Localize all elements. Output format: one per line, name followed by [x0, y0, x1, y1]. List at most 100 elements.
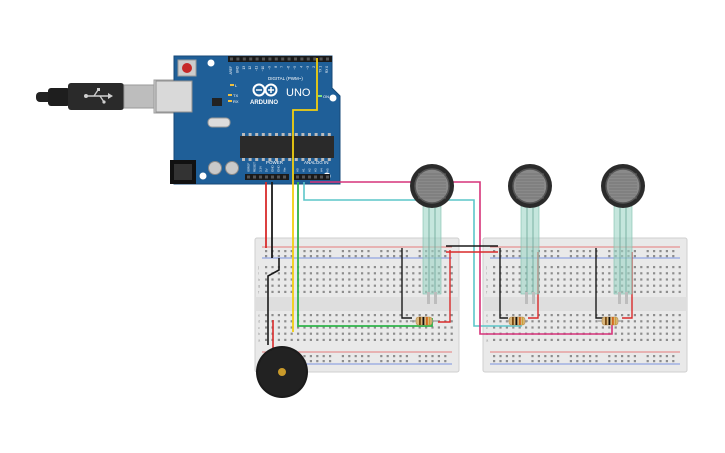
row-letter: j	[257, 265, 259, 270]
digital-pin-hole[interactable]	[274, 57, 278, 61]
digital-pin-hole[interactable]	[268, 57, 272, 61]
analog-header-label: ANALOG IN	[304, 160, 329, 165]
analog-pin-label: A4	[320, 168, 324, 172]
digital-pin-label: 4	[299, 66, 303, 68]
row-letter: a	[258, 337, 261, 342]
digital-pin-hole[interactable]	[313, 57, 317, 61]
power-jack	[170, 160, 196, 184]
capacitor	[225, 161, 239, 175]
digital-pin-label: ~10	[261, 66, 265, 72]
digital-pin-hole[interactable]	[326, 57, 329, 61]
row-letter: j	[485, 265, 487, 270]
power-pin-hole[interactable]	[247, 175, 250, 179]
digital-pin-hole[interactable]	[236, 57, 240, 61]
resistor[interactable]	[410, 316, 438, 326]
led-label-on: ON	[323, 94, 329, 99]
power-pin-hole[interactable]	[277, 175, 280, 179]
power-pin-hole[interactable]	[271, 175, 274, 179]
digital-pin-hole[interactable]	[242, 57, 246, 61]
digital-pin-label: ~11	[255, 66, 259, 71]
digital-pin-label: 2	[312, 66, 316, 68]
wire-black-s1[interactable]	[401, 248, 412, 319]
digital-pin-label: 7	[280, 66, 284, 68]
power-header-label: POWER	[266, 160, 284, 165]
power-pin-label: RESET	[253, 162, 257, 172]
analog-pin-label: A2	[308, 168, 312, 172]
led-label-tx: TX	[233, 93, 238, 98]
digital-pin-hole[interactable]	[281, 57, 285, 61]
resistor[interactable]	[598, 316, 622, 326]
analog-pin-hole[interactable]	[320, 175, 323, 179]
analog-pin-label: A5	[326, 168, 330, 172]
resistor[interactable]	[506, 316, 528, 326]
power-pin-label: IOREF	[247, 163, 251, 172]
capacitor	[208, 161, 222, 175]
led-label-rx: RX	[233, 99, 239, 104]
digital-pin-hole[interactable]	[230, 57, 233, 61]
analog-pin-label: A1	[302, 168, 306, 172]
wire-black-s2[interactable]	[499, 248, 508, 319]
reset-button[interactable]	[177, 59, 197, 77]
force-sensor[interactable]	[410, 164, 454, 304]
wire-black-buzzer[interactable]	[267, 258, 280, 345]
digital-pin-hole[interactable]	[300, 57, 304, 61]
mounting-hole	[207, 59, 215, 67]
digital-pin-hole[interactable]	[262, 57, 265, 61]
power-pin-hole[interactable]	[265, 175, 268, 179]
digital-pin-label: AREF	[229, 66, 233, 75]
analog-pin-hole[interactable]	[302, 175, 305, 179]
digital-pin-hole[interactable]	[287, 57, 291, 61]
row-letter: e	[258, 313, 261, 318]
power-pin-label: GND	[271, 165, 275, 173]
analog-pin-hole[interactable]	[308, 175, 311, 179]
row-letter: b	[258, 331, 261, 336]
piezo-buzzer[interactable]	[256, 346, 308, 398]
brand-label: ARDUINO	[250, 100, 278, 106]
power-pin-hole[interactable]	[283, 175, 286, 179]
row-letter: c	[486, 325, 488, 330]
digital-header-label: DIGITAL (PWM~)	[268, 76, 303, 81]
digital-pin-label: GND	[235, 65, 239, 73]
led-label-l: L	[235, 83, 238, 88]
wire-red-r1[interactable]	[438, 250, 451, 323]
row-letter: g	[258, 283, 260, 288]
analog-pin-label: A0	[296, 168, 300, 172]
row-letter: e	[486, 313, 489, 318]
analog-pin-label: A3	[314, 168, 318, 172]
power-pin-label: GND	[277, 165, 281, 173]
row-letter: f	[486, 289, 488, 294]
digital-pin-hole[interactable]	[319, 57, 323, 61]
wire-black-s3[interactable]	[595, 248, 603, 319]
digital-pin-label: ~9	[267, 66, 271, 70]
usb-port	[155, 80, 193, 113]
model-label: UNO	[286, 87, 311, 99]
analog-pin-hole[interactable]	[314, 175, 317, 179]
analog-pin-hole[interactable]	[296, 175, 299, 179]
onboard-leds: L TX RX ON	[228, 83, 329, 104]
power-pin-hole[interactable]	[253, 175, 256, 179]
power-pin-label: Vin	[283, 167, 287, 172]
digital-pin-label: 13	[242, 66, 246, 70]
wire-yellow[interactable]	[292, 58, 318, 332]
row-letter: i	[486, 271, 487, 276]
digital-pin-label: ~5	[293, 66, 297, 70]
digital-pin-hole[interactable]	[294, 57, 297, 61]
row-letter: c	[258, 325, 260, 330]
digital-pin-hole[interactable]	[249, 57, 253, 61]
atmega-chip	[240, 133, 334, 161]
row-letter: h	[258, 277, 260, 282]
power-pin-hole[interactable]	[259, 175, 262, 179]
force-sensor[interactable]	[601, 164, 645, 304]
mounting-hole	[199, 172, 207, 180]
force-sensor[interactable]	[508, 164, 552, 304]
arduino-logo	[252, 83, 278, 97]
digital-pin-hole[interactable]	[306, 57, 310, 61]
row-letter: i	[258, 271, 259, 276]
digital-pin-hole[interactable]	[255, 57, 259, 61]
analog-pin-hole[interactable]	[326, 175, 329, 179]
